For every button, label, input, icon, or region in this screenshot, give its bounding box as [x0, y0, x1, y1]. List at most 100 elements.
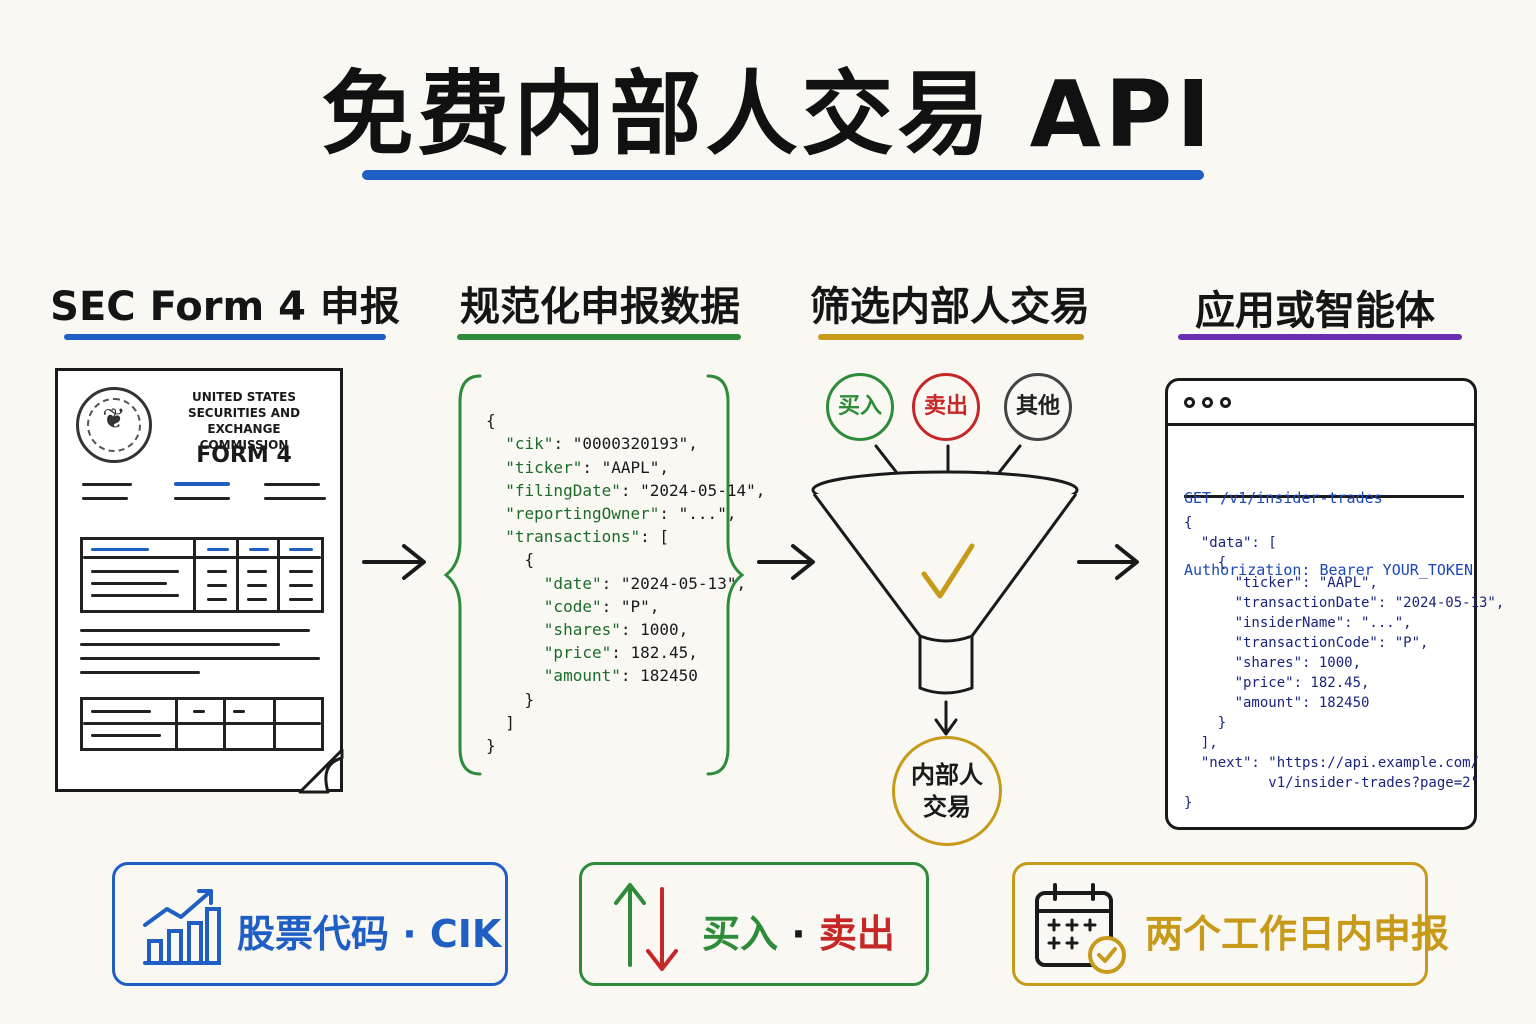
- column-underline-4: [1178, 334, 1462, 340]
- window-dot: [1184, 397, 1195, 408]
- json-line: {: [486, 411, 496, 431]
- tag-buy: 买入: [826, 373, 894, 441]
- up-down-arrows-icon: [614, 883, 678, 971]
- json-line: }: [486, 736, 496, 756]
- column-title-filter: 筛选内部人交易: [810, 284, 1090, 330]
- json-key: "filingDate": [505, 480, 621, 500]
- json-line: "price": 182.45,: [486, 641, 765, 664]
- window-toolbar-divider: [1168, 423, 1474, 426]
- arrow-right-icon: [1077, 544, 1139, 580]
- sec-header: UNITED STATES SECURITIES AND EXCHANGE CO…: [154, 389, 334, 453]
- json-value: : 1000,: [620, 620, 689, 640]
- json-key: "code": [543, 596, 602, 616]
- checkmark-icon: [921, 543, 975, 599]
- json-braces: [443, 374, 745, 776]
- json-value: : "...",: [659, 504, 737, 524]
- api-request: GET /v1/insider-trades Authorization: Be…: [1184, 438, 1473, 606]
- api-response-json: { "data": [ { "ticker": "AAPL", "transac…: [1184, 515, 1505, 811]
- form-table-2: [80, 697, 324, 751]
- sec-form4-document: ❦ UNITED STATES SECURITIES AND EXCHANGE …: [55, 368, 343, 792]
- separator: ·: [778, 912, 819, 956]
- form-line: [80, 671, 200, 674]
- column-underline-1: [64, 334, 386, 340]
- sec-seal-icon: ❦: [76, 387, 152, 463]
- json-key: "price": [543, 643, 612, 663]
- page-curl-icon: [298, 748, 344, 794]
- json-value: : "2024-05-14",: [620, 480, 766, 500]
- arrow-down-icon: [934, 700, 958, 736]
- json-value: : "AAPL",: [582, 457, 670, 477]
- json-line: "amount": 182450: [486, 664, 765, 687]
- filter-funnel: [811, 444, 1079, 736]
- sec-header-line1: UNITED STATES: [191, 390, 297, 404]
- column-title-normalized-data: 规范化申报数据: [460, 284, 740, 330]
- form-line-highlight: [174, 482, 230, 486]
- json-key: "shares": [543, 620, 621, 640]
- window-dot: [1202, 397, 1213, 408]
- json-value: : "P",: [601, 596, 660, 616]
- arrow-right-icon: [362, 544, 426, 580]
- json-line: "transactions": [: [486, 525, 765, 548]
- json-line: "filingDate": "2024-05-14",: [486, 479, 765, 502]
- form-line: [264, 497, 326, 500]
- sec-header-line3: COMMISSION: [199, 438, 289, 452]
- normalized-json: { "cik": "0000320193", "ticker": "AAPL",…: [486, 386, 765, 780]
- json-key: "transactions": [505, 527, 641, 547]
- json-value: : [: [640, 527, 670, 547]
- form-line: [82, 497, 128, 500]
- form-line: [80, 643, 280, 646]
- form-name: FORM 4: [196, 443, 292, 468]
- page-title: 免费内部人交易 API: [321, 61, 1215, 168]
- auth-header: Authorization: Bearer YOUR_TOKEN: [1184, 561, 1473, 579]
- api-client-window: [1165, 378, 1477, 830]
- window-dot: [1220, 397, 1231, 408]
- json-line: "cik": "0000320193",: [486, 432, 765, 455]
- card-buy-sell: 买入 · 卖出: [579, 862, 929, 986]
- json-line: "date": "2024-05-13",: [486, 572, 765, 595]
- json-line: ]: [505, 712, 515, 732]
- json-value: : 182.45,: [611, 643, 698, 663]
- json-key: "reportingOwner": [505, 504, 660, 524]
- form-line: [264, 483, 320, 486]
- result-insider-trades: 内部人 交易: [892, 736, 1002, 846]
- title-underline: [362, 170, 1204, 180]
- seal-ring: [87, 398, 141, 452]
- json-value: : "2024-05-13",: [601, 573, 747, 593]
- json-line: }: [505, 689, 535, 709]
- json-value: : 182450: [620, 666, 698, 686]
- card-filing-deadline-label: 两个工作日内申报: [1145, 912, 1450, 956]
- sec-header-line2: SECURITIES AND EXCHANGE: [187, 406, 301, 436]
- form-line: [82, 483, 132, 486]
- column-underline-3: [818, 334, 1084, 340]
- form-line: [80, 629, 310, 632]
- buy-label: 买入: [702, 912, 779, 956]
- request-divider: [1184, 495, 1464, 498]
- json-line: {: [505, 550, 535, 570]
- form-table-1: [80, 537, 324, 613]
- tag-other: 其他: [1004, 373, 1072, 441]
- json-key: "amount": [543, 666, 621, 686]
- json-line: "reportingOwner": "...",: [486, 502, 765, 525]
- json-key: "cik": [505, 434, 554, 454]
- form-line: [80, 657, 320, 660]
- form-line: [174, 497, 230, 500]
- card-ticker-cik-label: 股票代码 · CIK: [237, 912, 502, 956]
- sell-label: 卖出: [818, 912, 895, 956]
- column-underline-2: [457, 334, 741, 340]
- json-key: "date": [543, 573, 602, 593]
- json-line: "ticker": "AAPL",: [486, 456, 765, 479]
- arrow-right-icon: [757, 544, 815, 580]
- card-filing-deadline: 两个工作日内申报: [1012, 862, 1449, 986]
- json-line: "code": "P",: [486, 595, 765, 618]
- funnel-body: [812, 493, 1078, 695]
- json-key: "ticker": [505, 457, 583, 477]
- tag-sell: 卖出: [912, 373, 980, 441]
- eagle-icon: ❦: [102, 402, 126, 435]
- column-title-app-agent: 应用或智能体: [1195, 288, 1435, 334]
- calendar-check-icon: [1035, 883, 1126, 974]
- json-line: "shares": 1000,: [486, 618, 765, 641]
- json-value: : "0000320193",: [553, 434, 698, 454]
- request-line: GET /v1/insider-trades: [1184, 489, 1383, 507]
- card-ticker-cik: 股票代码 · CIK: [112, 862, 508, 986]
- card-buy-sell-label: 买入 · 卖出: [702, 903, 895, 958]
